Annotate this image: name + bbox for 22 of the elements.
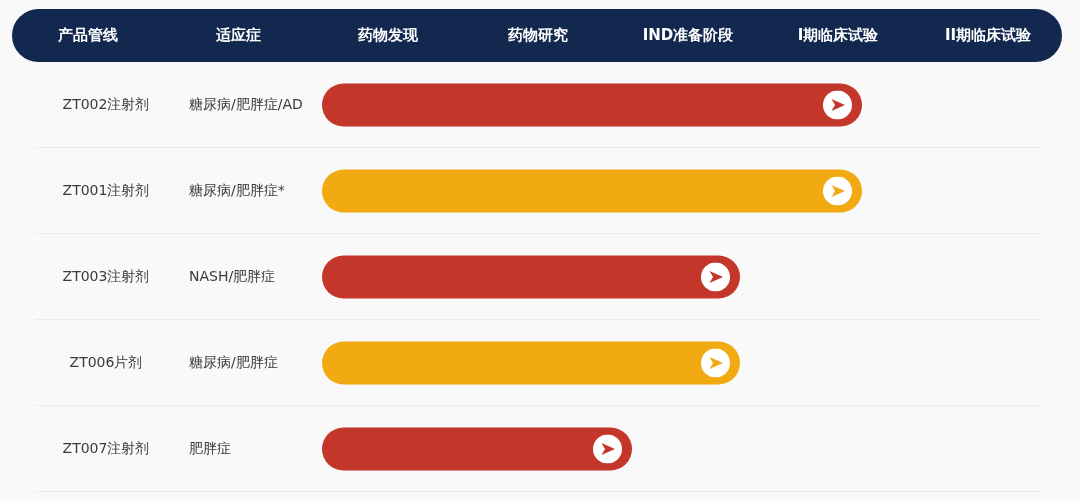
progress-bar (322, 341, 740, 384)
progress-bar (322, 83, 862, 126)
column-header: 药物发现 (358, 26, 418, 45)
column-header: II期临床试验 (944, 26, 1032, 45)
product-name: ZT003注射剂 (61, 267, 151, 286)
product-name: ZT001注射剂 (61, 181, 151, 200)
indication-text: 糖尿病/肥胖症 (189, 353, 278, 372)
column-header: 产品管线 (58, 26, 118, 45)
product-name: ZT007注射剂 (61, 439, 151, 458)
column-header: 药物研究 (508, 26, 568, 45)
column-header: 适应症 (215, 26, 261, 45)
indication-text: 肥胖症 (189, 439, 231, 458)
product-name: ZT002注射剂 (61, 95, 151, 114)
product-name: ZT006片剂 (68, 353, 144, 372)
indication-text: 糖尿病/肥胖症* (189, 181, 285, 200)
progress-bar (322, 255, 740, 298)
indication-text: NASH/肥胖症 (189, 267, 276, 286)
indication-text: 糖尿病/肥胖症/AD (189, 95, 303, 114)
column-header: I期临床试验 (797, 26, 879, 45)
progress-bar (322, 427, 632, 470)
column-header: IND准备阶段 (642, 26, 734, 45)
progress-bar (322, 169, 862, 212)
